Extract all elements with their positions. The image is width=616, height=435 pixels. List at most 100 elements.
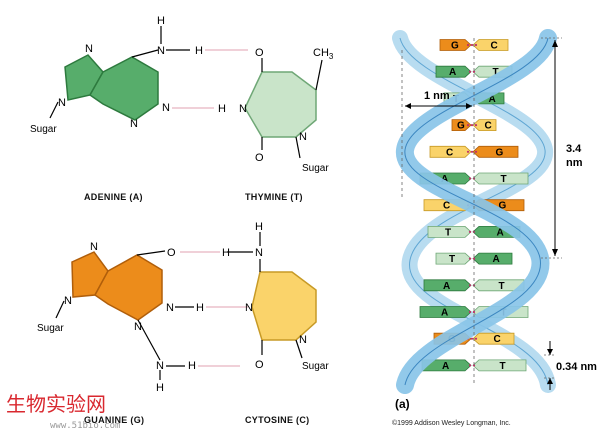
guanine-sugar: Sugar bbox=[37, 323, 64, 334]
adenine-n1: N bbox=[162, 102, 170, 114]
cytosine-o2: O bbox=[255, 359, 264, 371]
cytosine-n4: N bbox=[255, 247, 263, 259]
hbond-dot bbox=[474, 337, 478, 340]
hbond-dot bbox=[466, 124, 470, 127]
cytosine-structure: H N H N N O Sugar CYTOSINE (C) bbox=[222, 221, 329, 425]
base-letter-left: A bbox=[442, 361, 449, 372]
hbond-dot bbox=[470, 43, 474, 47]
base-block-A bbox=[419, 306, 472, 318]
hbond-dot bbox=[468, 230, 472, 233]
base-block-C bbox=[472, 332, 515, 345]
thymine-structure: O CH3 N H N O Sugar THYMINE (T) bbox=[218, 47, 334, 202]
hbond-dot bbox=[472, 364, 476, 367]
base-letter-left: C bbox=[443, 201, 450, 212]
guanine-h2a: H bbox=[188, 360, 196, 372]
base-letter-right: T bbox=[493, 67, 499, 78]
pitch-unit: nm bbox=[566, 157, 583, 169]
base-letter-left: T bbox=[449, 254, 455, 265]
hbond-dot bbox=[468, 177, 472, 180]
pitch-value: 3.4 bbox=[566, 143, 582, 155]
hbond-dot bbox=[468, 257, 472, 260]
one-nm-measure: 1 nm bbox=[405, 90, 472, 109]
base-block-A bbox=[435, 65, 472, 78]
adenine-n3: N bbox=[130, 118, 138, 130]
base-letter-left: A bbox=[441, 308, 448, 319]
base-letter-left: A bbox=[441, 174, 448, 185]
thymine-n1: N bbox=[299, 131, 307, 143]
thymine-o4: O bbox=[255, 47, 264, 59]
base-block-T bbox=[427, 225, 472, 238]
hbond-dot bbox=[470, 150, 474, 153]
rise-label: 0.34 nm bbox=[556, 361, 597, 373]
thymine-ch3: CH3 bbox=[313, 47, 334, 61]
guanine-n2: N bbox=[156, 360, 164, 372]
base-letter-right: A bbox=[497, 227, 504, 238]
cytosine-h4b: H bbox=[222, 247, 230, 259]
cytosine-ring bbox=[251, 271, 317, 341]
base-block-A bbox=[423, 279, 472, 292]
hbond-dot bbox=[466, 43, 470, 47]
guanine-caption: GUANINE (G) bbox=[84, 415, 144, 425]
hbond-dot bbox=[468, 70, 472, 73]
hbond-dot bbox=[474, 124, 478, 127]
guanine-structure: N N N O N H N H H Sugar GUANINE (G) bbox=[37, 241, 204, 425]
base-block-G bbox=[451, 119, 472, 132]
thymine-sugar: Sugar bbox=[302, 163, 329, 174]
guanine-six-ring bbox=[94, 254, 163, 321]
base-letter-right: C bbox=[485, 121, 492, 132]
adenine-n9: N bbox=[58, 97, 66, 109]
base-block-G bbox=[472, 145, 519, 158]
base-letter-right: A bbox=[493, 254, 500, 265]
cytosine-n3: N bbox=[245, 302, 253, 314]
hbond-dot bbox=[470, 124, 474, 127]
base-letter-left: T bbox=[445, 227, 451, 238]
panel-label: (a) bbox=[395, 397, 410, 411]
adenine-caption: ADENINE (A) bbox=[84, 192, 143, 202]
hbond-dot bbox=[472, 310, 476, 314]
base-letter-right: C bbox=[491, 41, 498, 52]
hbond-dot bbox=[474, 150, 478, 153]
thymine-h3: H bbox=[218, 103, 226, 115]
copyright-notice: ©1999 Addison Wesley Longman, Inc. bbox=[392, 419, 511, 427]
pitch-measure: 3.4 nm bbox=[541, 37, 583, 259]
watermark-chinese: 生物实验网 bbox=[6, 392, 106, 416]
hbond-dot bbox=[474, 43, 478, 47]
guanine-o6: O bbox=[167, 247, 176, 259]
hbond-dot bbox=[468, 310, 472, 314]
width-label: 1 nm bbox=[424, 90, 450, 102]
cytosine-caption: CYTOSINE (C) bbox=[245, 415, 309, 425]
thymine-ring bbox=[244, 71, 317, 138]
cytosine-n1: N bbox=[299, 334, 307, 346]
base-letter-right: G bbox=[499, 201, 507, 212]
adenine-six-ring bbox=[89, 56, 159, 121]
guanine-n7: N bbox=[90, 241, 98, 253]
base-block-C bbox=[429, 145, 472, 158]
hbond-dot bbox=[468, 284, 472, 287]
base-letter-right: T bbox=[501, 174, 507, 185]
adenine-sugar: Sugar bbox=[30, 124, 57, 135]
base-block-T bbox=[435, 252, 472, 265]
adenine-n7: N bbox=[85, 43, 93, 55]
cytosine-h4a: H bbox=[255, 221, 263, 233]
thymine-o2: O bbox=[255, 152, 264, 164]
thymine-n3: N bbox=[239, 103, 247, 115]
guanine-n1: N bbox=[166, 302, 174, 314]
thymine-caption: THYMINE (T) bbox=[245, 192, 303, 202]
watermark-url: www.51bio.com bbox=[50, 421, 120, 431]
hbond-dot bbox=[466, 150, 470, 153]
guanine-h2b: H bbox=[156, 382, 164, 394]
base-letter-left: C bbox=[446, 147, 453, 158]
base-letter-right: C bbox=[494, 334, 501, 345]
base-letter-left: A bbox=[449, 67, 456, 78]
adenine-h6a: H bbox=[157, 15, 165, 27]
adenine-structure: N N N N N H H Sugar ADENINE (A) bbox=[30, 15, 203, 202]
base-letter-right: A bbox=[489, 94, 496, 105]
base-letter-right: T bbox=[499, 281, 505, 292]
